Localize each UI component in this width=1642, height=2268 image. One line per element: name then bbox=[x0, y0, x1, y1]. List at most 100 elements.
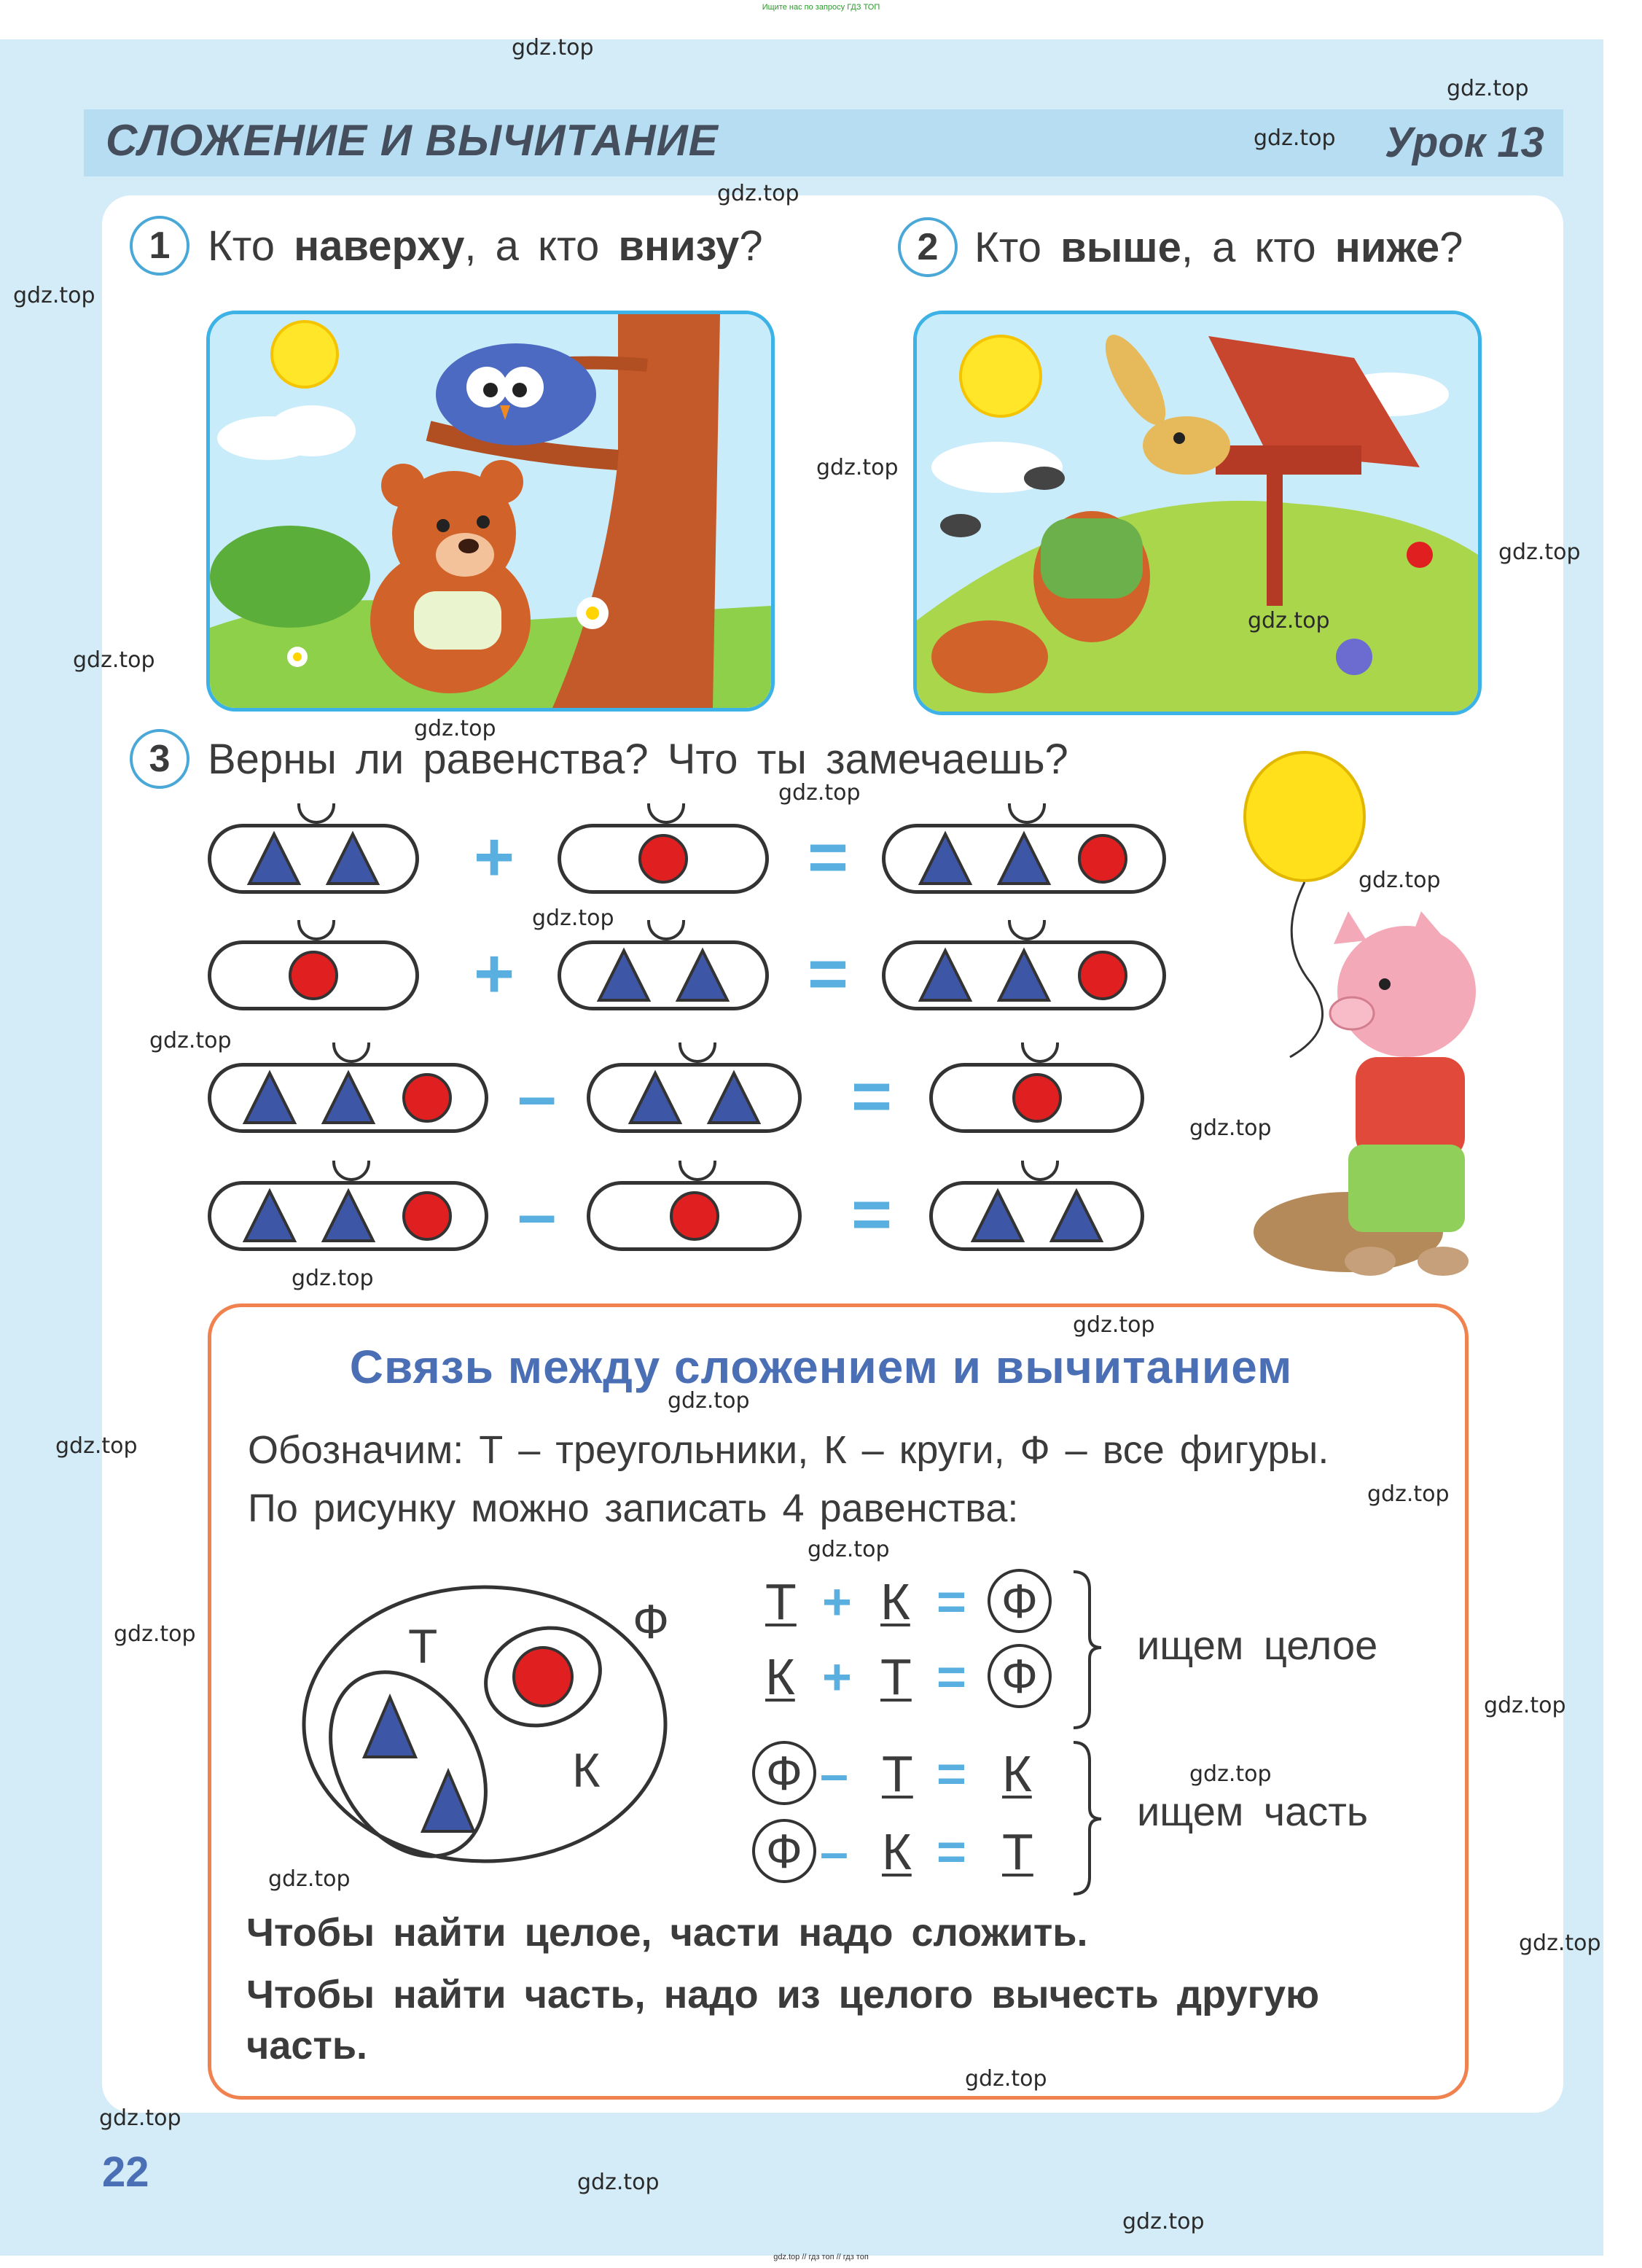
bear-owl-picture bbox=[210, 314, 771, 708]
triangle-figure bbox=[628, 1069, 682, 1124]
triangle-figure bbox=[325, 830, 380, 885]
watermark: gdz.top bbox=[268, 1866, 351, 1892]
plus-sign: + bbox=[474, 935, 515, 1013]
sets-diagram bbox=[302, 1585, 668, 1863]
watermark: gdz.top bbox=[532, 905, 614, 931]
watermark: gdz.top bbox=[149, 1028, 232, 1053]
triangles-set bbox=[329, 1670, 488, 1858]
watermark: gdz.top bbox=[717, 181, 800, 206]
header-band bbox=[84, 109, 1563, 176]
triangle-figure bbox=[996, 947, 1052, 1002]
triangle-figure bbox=[918, 947, 973, 1002]
watermark: gdz.top bbox=[1189, 1115, 1272, 1141]
triangle-figure bbox=[675, 947, 730, 1002]
triangles-label: Т bbox=[408, 1619, 438, 1673]
watermark: gdz.top bbox=[816, 455, 899, 480]
minus-sign: – bbox=[517, 1175, 557, 1253]
top-notice: Ищите нас по запросу ГДЗ ТОП bbox=[762, 3, 880, 12]
equation-letter: Т bbox=[765, 1573, 797, 1630]
rule-whole: Чтобы найти целое, части надо сложить. bbox=[246, 1911, 1088, 1955]
minus-sign: – bbox=[517, 1057, 557, 1135]
plus-sign: + bbox=[474, 818, 515, 896]
task-3-number: 3 bbox=[130, 729, 189, 789]
watermark: gdz.top bbox=[292, 1266, 374, 1291]
circled-letter: Ф bbox=[752, 1819, 816, 1883]
right-pill bbox=[558, 940, 769, 1010]
circle-figure bbox=[1078, 951, 1127, 1000]
plus-sign: + bbox=[822, 1573, 852, 1630]
rabbit-bear-illustration bbox=[913, 311, 1482, 715]
whole-bracket bbox=[1073, 1570, 1102, 1729]
watermark: gdz.top bbox=[668, 1388, 750, 1414]
all-figures-set bbox=[302, 1585, 668, 1863]
triangle-figure bbox=[596, 947, 652, 1002]
task-2-number: 2 bbox=[898, 217, 958, 277]
triangle-figure bbox=[918, 830, 973, 885]
watermark: gdz.top bbox=[512, 35, 594, 61]
watermark: gdz.top bbox=[114, 1621, 196, 1647]
right-pill bbox=[587, 1063, 802, 1133]
equals-sign: = bbox=[937, 1648, 966, 1705]
bottom-notice: gdz.top // гдз топ // гдз топ bbox=[773, 2253, 869, 2261]
watermark: gdz.top bbox=[778, 780, 861, 806]
circle-figure bbox=[402, 1073, 452, 1123]
notation-line: Обозначим: Т – треугольники, К – круги, … bbox=[248, 1428, 1329, 1472]
task-1-number: 1 bbox=[130, 216, 189, 276]
circle-figure bbox=[512, 1646, 574, 1707]
task-2-question: Кто выше, а кто ниже? bbox=[974, 224, 1463, 271]
watermark: gdz.top bbox=[1498, 539, 1581, 565]
triangle-figure bbox=[242, 1069, 297, 1124]
watermark: gdz.top bbox=[808, 1537, 890, 1562]
triangle-figure bbox=[242, 1188, 297, 1242]
triangle-figure bbox=[321, 1069, 375, 1124]
circle-figure bbox=[1078, 834, 1127, 884]
info-title: Связь между сложением и вычитанием bbox=[349, 1341, 1293, 1393]
triangle-figure bbox=[970, 1188, 1025, 1242]
task-3-question: Верны ли равенства? Что ты замечаешь? bbox=[208, 736, 1068, 783]
watermark: gdz.top bbox=[1254, 125, 1336, 151]
result-pill bbox=[929, 1181, 1144, 1251]
equals-sign: = bbox=[808, 818, 849, 896]
watermark: gdz.top bbox=[1484, 1693, 1566, 1718]
pig-with-balloon-illustration bbox=[1243, 751, 1476, 1276]
task-1-question: Кто наверху, а кто внизу? bbox=[208, 222, 763, 270]
watermark: gdz.top bbox=[1367, 1481, 1450, 1507]
watermark: gdz.top bbox=[1248, 608, 1330, 634]
circles-label: К bbox=[572, 1743, 601, 1797]
rule-part-line2: часть. bbox=[246, 2024, 368, 2068]
watermark: gdz.top bbox=[1073, 1312, 1155, 1338]
whole-label: ищем целое bbox=[1137, 1622, 1378, 1668]
equals-sign: = bbox=[937, 1823, 966, 1880]
info-box bbox=[208, 1303, 1469, 2100]
left-pill bbox=[208, 824, 419, 894]
triangle-figure bbox=[321, 1188, 375, 1242]
circle-figure bbox=[402, 1191, 452, 1241]
watermark: gdz.top bbox=[99, 2105, 181, 2131]
bear-owl-illustration bbox=[206, 311, 775, 712]
circle-figure bbox=[289, 951, 338, 1000]
watermark: gdz.top bbox=[414, 716, 496, 741]
equation-letter: К bbox=[1002, 1745, 1032, 1802]
watermark: gdz.top bbox=[73, 647, 155, 673]
lesson-label: Урок 13 bbox=[1385, 119, 1544, 166]
equation-letter: К bbox=[882, 1823, 912, 1880]
section-title: СЛОЖЕНИЕ И ВЫЧИТАНИЕ bbox=[106, 116, 719, 165]
triangle-figure bbox=[996, 830, 1052, 885]
equals-sign: = bbox=[808, 935, 849, 1013]
watermark: gdz.top bbox=[1519, 1930, 1601, 1956]
watermark: gdz.top bbox=[1358, 868, 1441, 893]
watermark: gdz.top bbox=[55, 1433, 138, 1459]
equation-letter: Т bbox=[882, 1745, 913, 1802]
equals-sign: = bbox=[937, 1745, 966, 1802]
part-bracket bbox=[1073, 1741, 1102, 1895]
triangle-figure bbox=[246, 830, 302, 885]
intro-line: По рисунку можно записать 4 равенства: bbox=[248, 1486, 1019, 1530]
equation-letter: К bbox=[765, 1648, 795, 1705]
equals-sign: = bbox=[851, 1057, 893, 1135]
circled-letter: Ф bbox=[752, 1741, 816, 1805]
watermark: gdz.top bbox=[965, 2066, 1047, 2092]
watermark: gdz.top bbox=[1189, 1761, 1272, 1787]
watermark: gdz.top bbox=[13, 283, 95, 308]
brackets bbox=[1073, 1570, 1102, 1895]
watermark: gdz.top bbox=[1447, 76, 1529, 101]
